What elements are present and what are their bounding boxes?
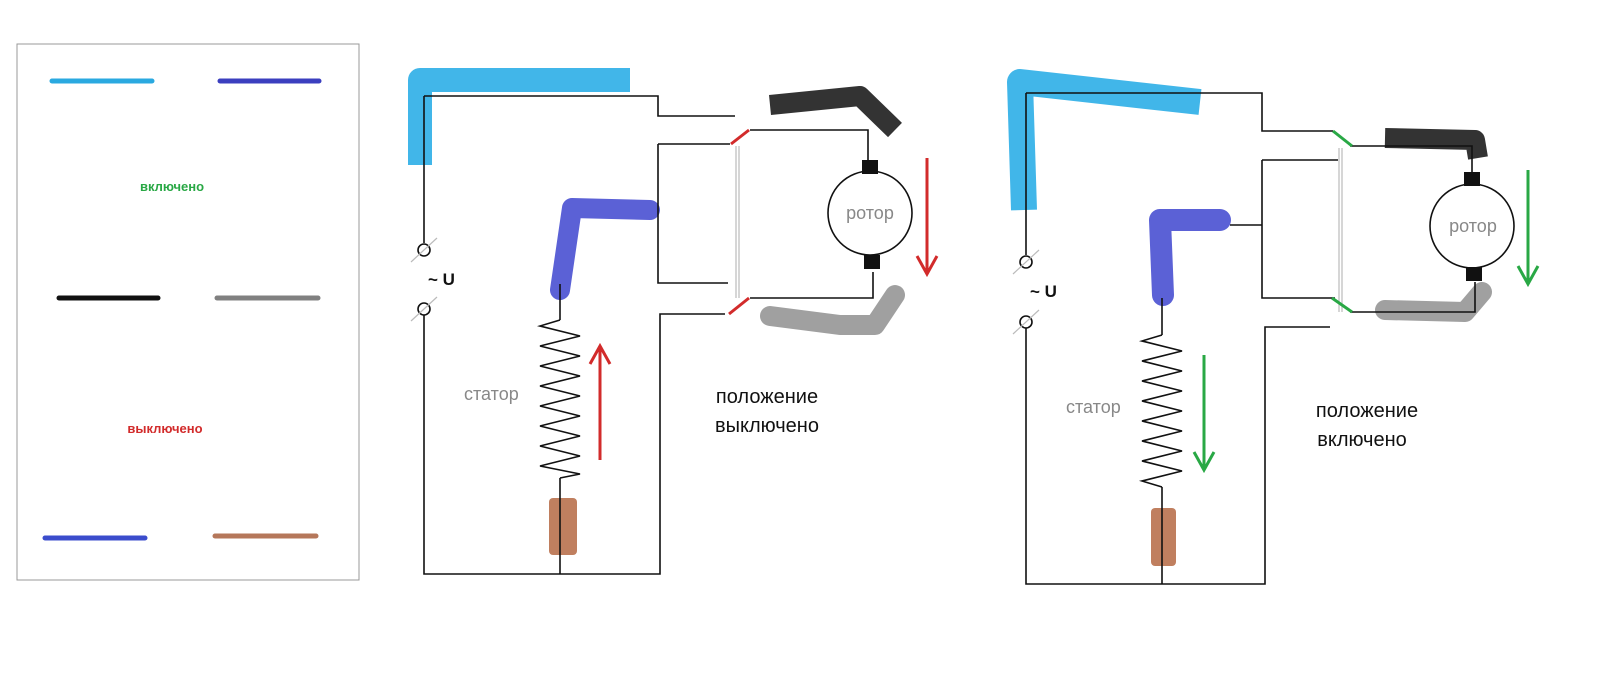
rotor-current-arrow bbox=[915, 158, 939, 278]
source-tick-top bbox=[410, 237, 438, 263]
wire-rotor-top bbox=[1350, 145, 1473, 172]
rotor-current-arrow bbox=[1516, 170, 1540, 288]
paint-cyan-wire bbox=[1007, 69, 1202, 211]
stator-current-arrow bbox=[1192, 355, 1216, 474]
legend-on-label: включено bbox=[140, 179, 204, 194]
rotor-label: ротор bbox=[1449, 216, 1497, 236]
position-line1: положение bbox=[1316, 400, 1418, 422]
wire-top bbox=[424, 95, 735, 117]
stator-coil bbox=[1138, 334, 1183, 488]
paint-cyan-wire bbox=[408, 68, 630, 165]
stator-label: статор bbox=[1066, 397, 1121, 417]
position-line2: выключено bbox=[715, 415, 819, 437]
wire-rotor-bottom bbox=[750, 272, 874, 299]
switch-contact-bottom bbox=[1331, 296, 1353, 314]
paint-brown-block bbox=[1151, 508, 1176, 566]
rotor-brush-bottom bbox=[864, 255, 880, 269]
diagram-off: ~ U статор ротор положение выключено bbox=[408, 68, 939, 575]
position-line2: включено bbox=[1317, 429, 1407, 451]
paint-indigo-wire bbox=[550, 198, 660, 300]
wire-rotor-top bbox=[750, 129, 869, 160]
paint-gray-wire bbox=[1375, 282, 1492, 322]
paint-gray-wire bbox=[760, 285, 905, 335]
position-line1: положение bbox=[716, 386, 818, 408]
paint-black-wire bbox=[769, 86, 902, 138]
rotor-brush-top bbox=[862, 160, 878, 174]
source-label: ~ U bbox=[1030, 282, 1057, 301]
source-tick-bottom bbox=[410, 296, 438, 322]
paint-brown-block bbox=[549, 498, 577, 555]
paint-black-wire bbox=[1384, 128, 1488, 160]
wire-bridge bbox=[657, 144, 728, 284]
rotor-label: ротор bbox=[846, 203, 894, 223]
stator-current-arrow bbox=[588, 342, 612, 460]
rotor-brush-bottom bbox=[1466, 267, 1482, 281]
paint-indigo-wire bbox=[1149, 209, 1231, 306]
stator-coil bbox=[536, 319, 581, 479]
switch-contact-bottom bbox=[728, 296, 750, 316]
stator-label: статор bbox=[464, 384, 519, 404]
rotor-brush-top bbox=[1464, 172, 1480, 186]
legend-panel: включено выключено bbox=[16, 43, 360, 581]
wire-top bbox=[1026, 92, 1333, 132]
diagram-on: ~ U статор ротор положение включено bbox=[1007, 69, 1540, 585]
switch-contact-top bbox=[1332, 129, 1353, 148]
wire-rotor-bottom bbox=[1350, 282, 1476, 313]
legend-border bbox=[16, 43, 360, 581]
source-label: ~ U bbox=[428, 270, 455, 289]
wire-bottom-loop bbox=[1025, 326, 1330, 585]
source-tick-top bbox=[1012, 249, 1040, 275]
legend-off-label: выключено bbox=[127, 421, 202, 436]
source-tick-bottom bbox=[1012, 309, 1040, 335]
wire-bottom-loop bbox=[423, 313, 725, 575]
wire-bridge bbox=[1261, 160, 1335, 299]
switch-contact-top bbox=[730, 128, 750, 146]
